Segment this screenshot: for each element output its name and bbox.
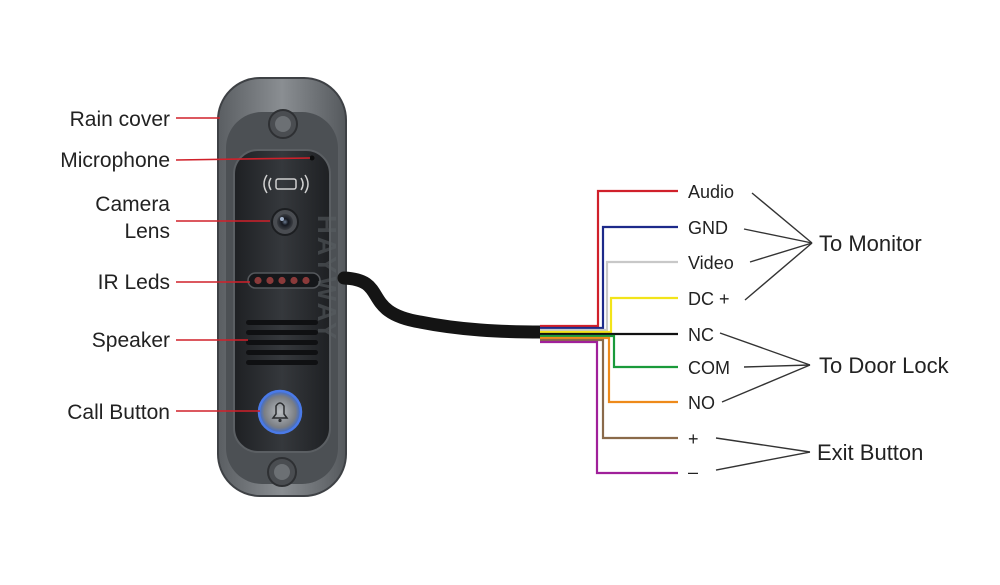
wire-dc-plus bbox=[540, 296, 678, 334]
wire-label-nc: NC bbox=[688, 325, 714, 345]
wire-label-dc-plus: DC + bbox=[688, 289, 730, 309]
ir-leds bbox=[254, 276, 310, 285]
group-labels: To Monitor To Door Lock Exit Button bbox=[817, 231, 950, 465]
connector-plus-exit bbox=[715, 437, 811, 453]
wire-label-com: COM bbox=[688, 358, 730, 378]
watermark: HAYWAY bbox=[312, 215, 342, 342]
callout-lines bbox=[175, 117, 311, 412]
label-speaker: Speaker bbox=[92, 329, 170, 352]
wire-no bbox=[540, 336, 678, 404]
bottom-screw-head bbox=[274, 464, 290, 480]
camera-lens bbox=[277, 214, 293, 230]
top-screw-head bbox=[275, 116, 291, 132]
group-label-door-lock: To Door Lock bbox=[819, 353, 950, 378]
wire-video bbox=[540, 260, 678, 332]
wire-label-audio: Audio bbox=[688, 182, 734, 202]
microphone-hole bbox=[309, 155, 315, 161]
wire-gnd bbox=[540, 225, 678, 330]
label-camera-line1: Camera bbox=[95, 193, 170, 216]
connector-video-monitor bbox=[749, 242, 813, 263]
group-label-monitor: To Monitor bbox=[819, 231, 922, 256]
group-connectors bbox=[715, 192, 813, 471]
wire-label-gnd: GND bbox=[688, 218, 728, 238]
wire-labels: Audio GND Video DC + NC COM NO + – bbox=[688, 182, 734, 482]
wire-label-no: NO bbox=[688, 393, 715, 413]
connector-no-door bbox=[721, 364, 811, 403]
wire-com bbox=[540, 334, 678, 369]
label-call-button: Call Button bbox=[67, 401, 170, 424]
speaker-grille bbox=[246, 320, 318, 365]
wire-label-video: Video bbox=[688, 253, 734, 273]
connector-minus-exit bbox=[715, 451, 811, 471]
label-ir-leds: IR Leds bbox=[98, 271, 170, 294]
label-microphone: Microphone bbox=[60, 149, 170, 172]
rfid-icon bbox=[263, 174, 309, 194]
wire-label-exit-minus: – bbox=[688, 462, 698, 482]
wire-label-exit-plus: + bbox=[688, 429, 699, 449]
group-label-exit-button: Exit Button bbox=[817, 440, 923, 465]
label-camera-line2: Lens bbox=[124, 220, 170, 243]
device-labels: Rain cover Microphone Camera Lens IR Led… bbox=[60, 108, 170, 424]
connector-gnd-monitor bbox=[743, 228, 813, 244]
wire-audio bbox=[540, 189, 678, 328]
wire-exit-minus bbox=[540, 340, 678, 475]
call-button[interactable] bbox=[257, 389, 303, 435]
front-panel bbox=[233, 149, 331, 453]
cable bbox=[337, 271, 549, 339]
connector-nc-door bbox=[719, 332, 811, 366]
bell-icon bbox=[271, 402, 289, 423]
intercom-device: HAYWAY bbox=[217, 77, 347, 497]
wires bbox=[540, 189, 678, 475]
label-rain-cover: Rain cover bbox=[70, 108, 170, 131]
connector-com-door bbox=[743, 364, 811, 368]
callout-microphone bbox=[175, 157, 311, 161]
connector-dc-monitor bbox=[744, 242, 813, 301]
wire-exit-plus bbox=[540, 338, 678, 440]
camera-lens-glint bbox=[280, 217, 284, 221]
connector-audio-monitor bbox=[751, 192, 813, 244]
